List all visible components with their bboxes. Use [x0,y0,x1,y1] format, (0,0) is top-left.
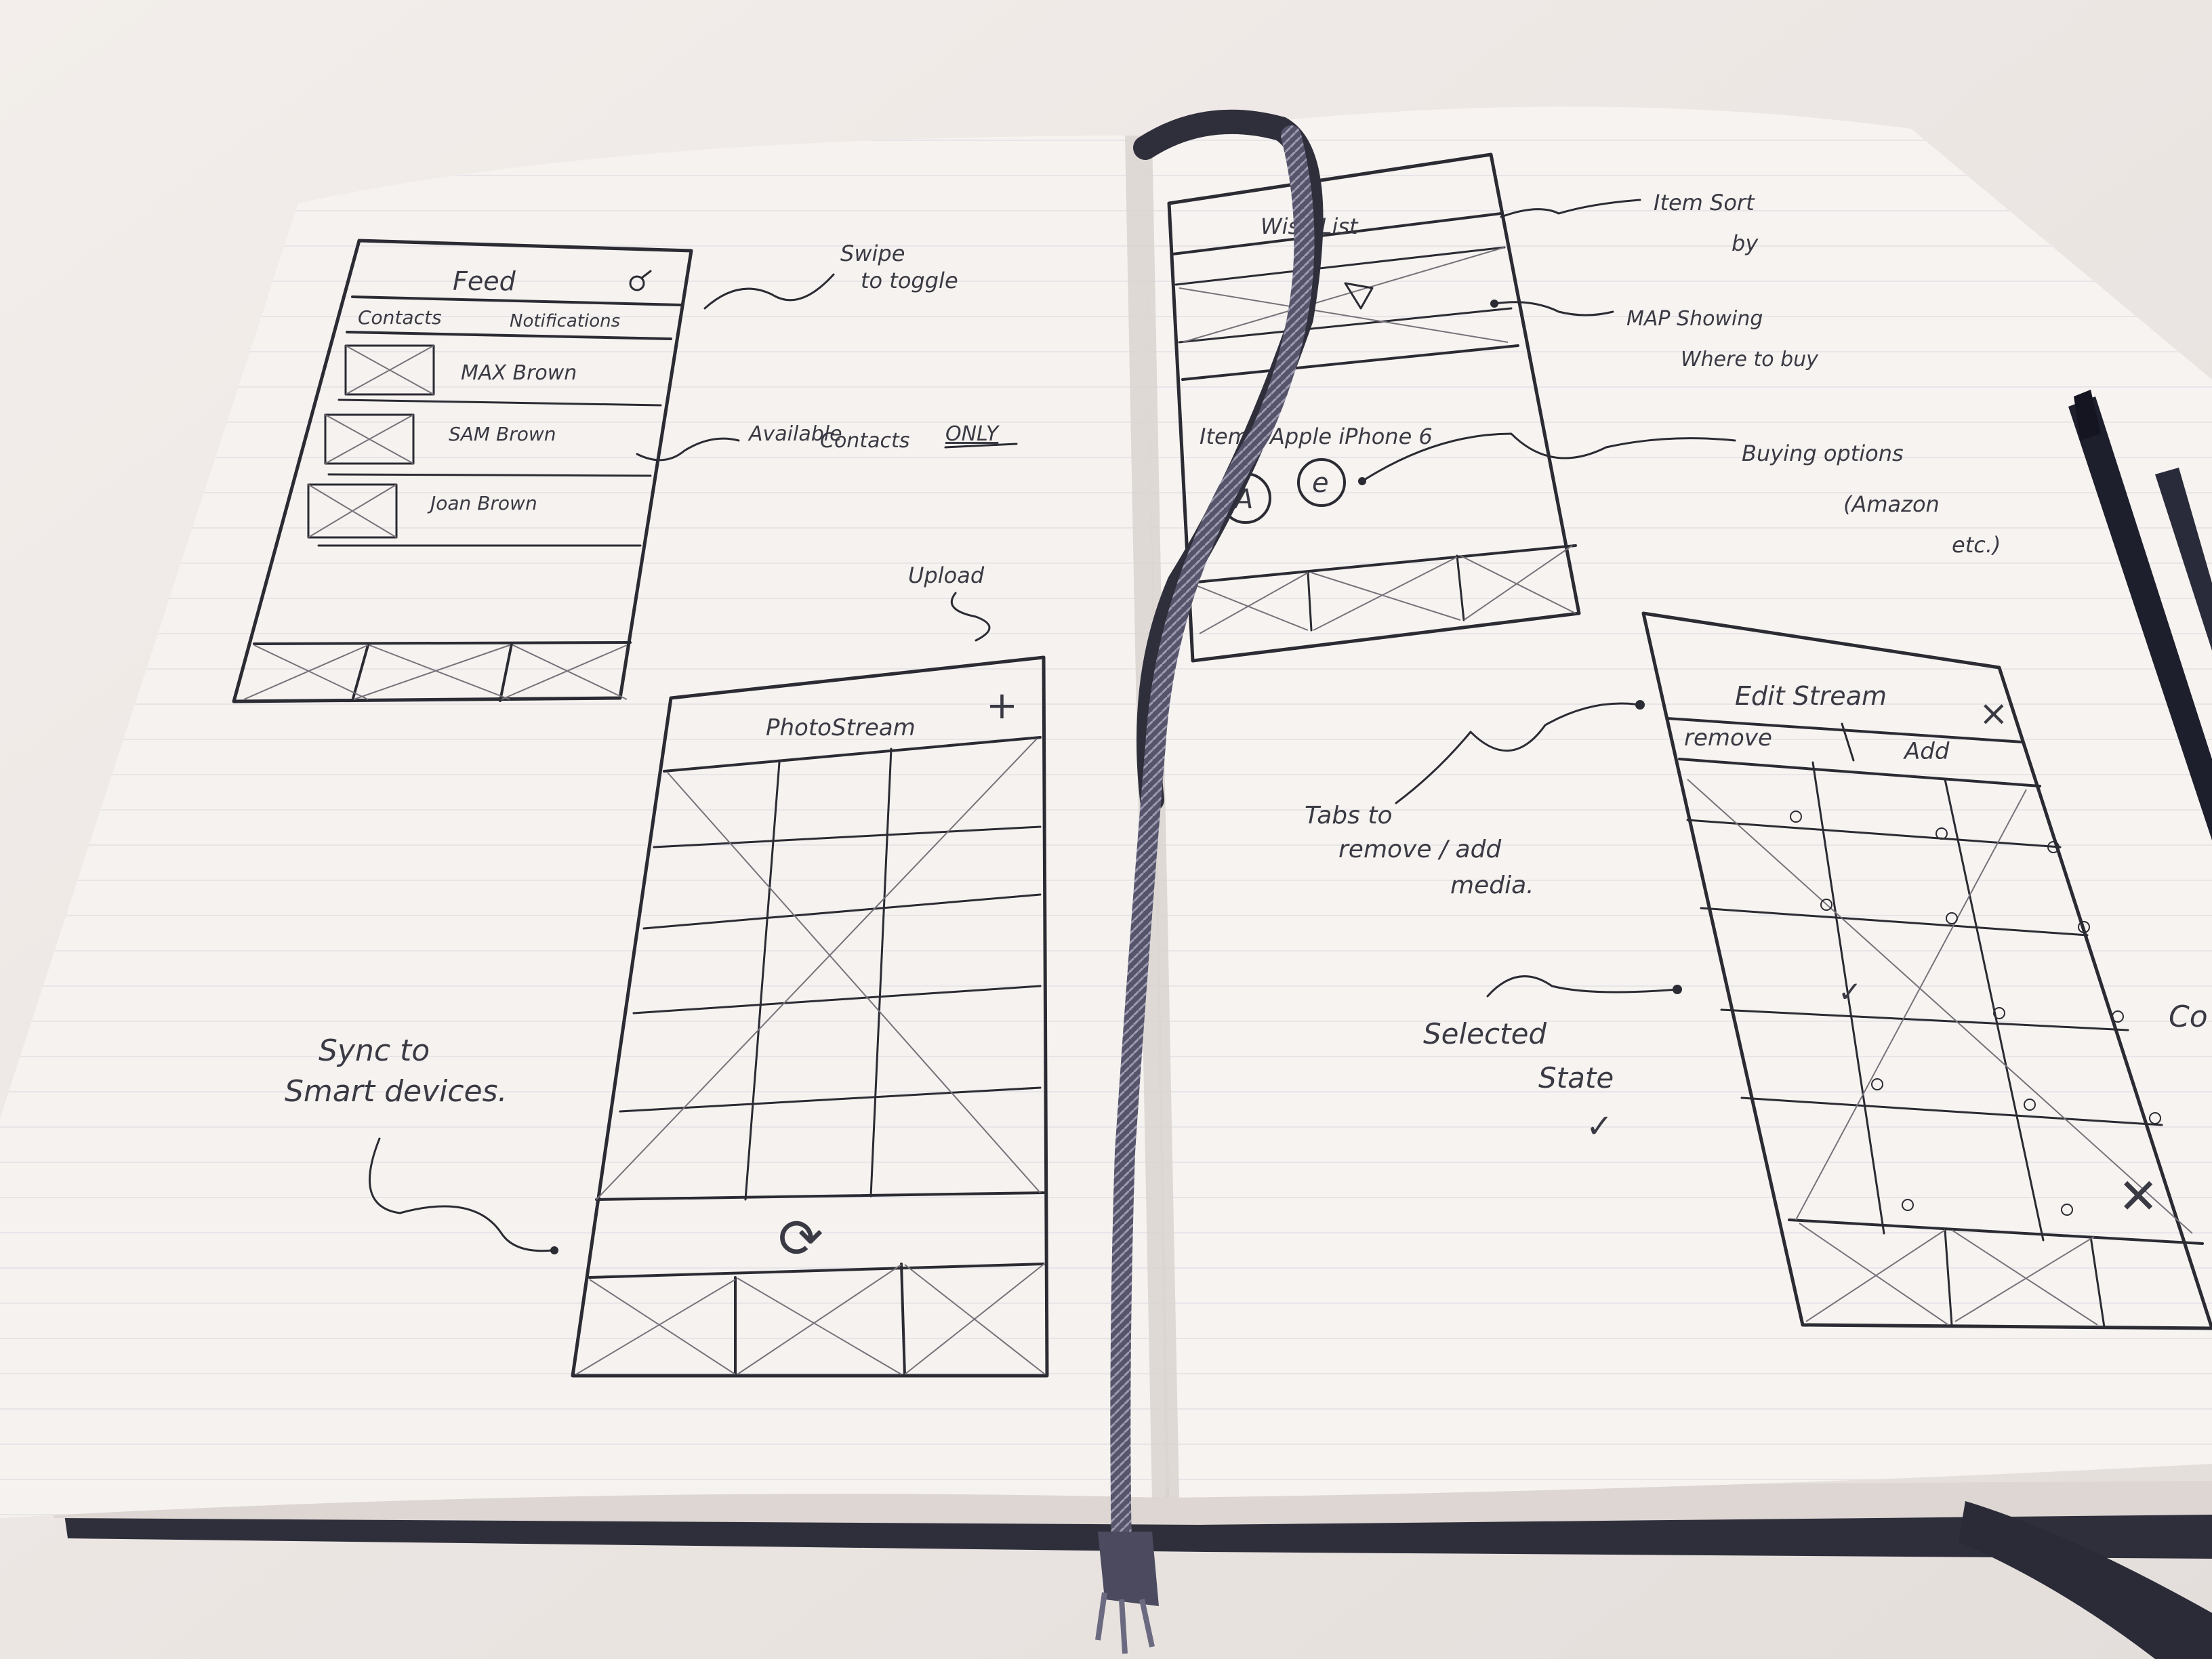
wishlist-item-line: Item : Apple iPhone 6 [1200,424,1433,449]
edit-stream-wireframe: Edit Stream × remove Add ✓ ✕ [1641,611,2212,1330]
note-map-1: MAP Showing [1626,307,1763,331]
note-selected-1: Selected [1423,1017,1547,1050]
contact-row-1: MAX Brown [461,361,577,385]
note-edge-text: Co [2169,1000,2208,1034]
edit-stream-close-icon: × [1979,693,2009,734]
feed-title: Feed [453,266,516,296]
note-selected-2: State [1538,1061,1614,1094]
note-item-sort-2: by [1732,230,1759,256]
photostream-wireframe: PhotoStream + ⟳ [571,655,1049,1378]
note-available-1: Available [747,422,842,446]
note-sync-2: Smart devices. [285,1074,508,1109]
pen [2068,390,2212,840]
edit-stream-selected-check: ✓ [1838,975,1862,1008]
edit-stream-delete-icon: ✕ [2118,1168,2158,1225]
buy-option-e: e [1312,468,1329,499]
feed-tab-contacts: Contacts [358,306,442,329]
contact-row-3: Joan Brown [427,492,537,514]
photostream-sync-icon: ⟳ [778,1207,823,1270]
feed-wireframe: Feed Contacts Notifications MAX Brown SA… [232,239,693,703]
left-annotations: Swipe to toggle Available Contacts ONLY … [285,241,1018,1254]
note-tabs-3: media. [1450,872,1534,899]
ribbon-bookmark [1095,109,1324,1654]
photostream-add-icon: + [986,684,1018,728]
note-buying-2: (Amazon [1843,491,1940,517]
note-item-sort-1: Item Sort [1654,190,1755,216]
note-swipe-1: Swipe [840,241,905,266]
note-selected-check: ✓ [1586,1107,1613,1145]
note-available-3: ONLY [945,422,1000,446]
note-available-2: Contacts [820,429,909,453]
note-buying-3: etc.) [1952,532,2001,558]
note-tabs-1: Tabs to [1305,802,1392,830]
edit-stream-title: Edit Stream [1735,681,1887,711]
note-map-2: Where to buy [1681,348,1819,371]
feed-tab-notifications: Notifications [510,311,620,331]
contact-row-2: SAM Brown [449,423,556,445]
note-tabs-2: remove / add [1338,836,1502,863]
edit-stream-tab-remove: remove [1684,724,1772,752]
note-sync-1: Sync to [319,1033,430,1068]
notebook-strap [1959,1501,2212,1659]
photostream-title: PhotoStream [766,714,916,741]
note-buying-1: Buying options [1742,441,1904,466]
right-annotations: Item Sort by MAP Showing Where to buy Bu… [1305,190,2208,1145]
edit-stream-tab-add: Add [1903,738,1950,765]
note-upload: Upload [908,562,985,588]
note-swipe-2: to toggle [861,268,958,293]
